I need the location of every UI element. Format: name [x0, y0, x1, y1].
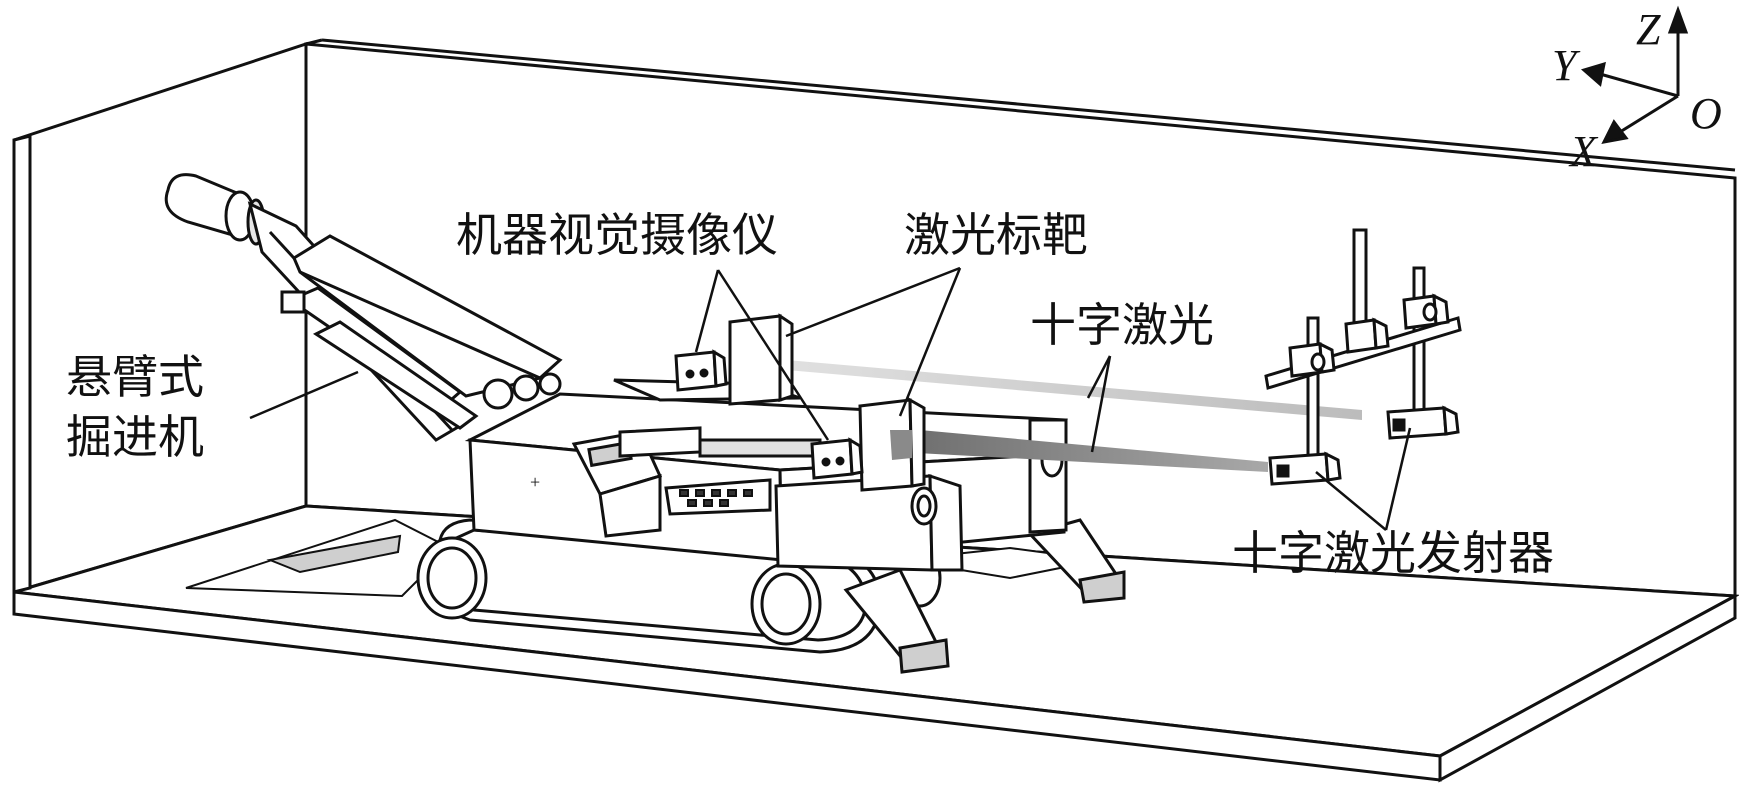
leader-camera-front: [716, 269, 830, 441]
left-wall: [12, 41, 308, 595]
coordinate-axes: [1580, 5, 1689, 145]
laser-beams: [740, 356, 1362, 472]
floor-slab-right: [1438, 593, 1737, 783]
svg-text:+: +: [530, 472, 540, 492]
leader-laser-upper: [1086, 355, 1112, 399]
label-cross-laser: 十字激光: [1030, 298, 1214, 352]
cutting-boom: [164, 173, 563, 442]
laser-emitter-upper: [1386, 405, 1460, 440]
label-roadheader-line2: 掘进机: [66, 410, 204, 464]
leader-target-rear: [785, 266, 961, 338]
loading-arms: [843, 518, 1126, 674]
leader-lines: [249, 266, 1412, 531]
leader-target-front: [898, 267, 962, 417]
leader-roadheader: [249, 370, 359, 420]
left-wall-thickness: [12, 134, 32, 594]
cameras: [674, 349, 864, 480]
label-emitter: 十字激光发射器: [1232, 526, 1554, 580]
camera-front: [810, 437, 864, 480]
leader-emitter-upper: [1384, 427, 1412, 531]
axis-label-o: O: [1690, 89, 1722, 138]
leader-camera-rear: [694, 269, 720, 353]
leader-laser-lower: [1090, 355, 1112, 453]
axis-label-z: Z: [1636, 5, 1661, 54]
machine-body: +: [464, 378, 1068, 572]
axis-label-y: Y: [1552, 41, 1577, 90]
laser-emitter-lower: [1268, 451, 1342, 486]
leader-emitter-lower: [1315, 471, 1387, 531]
laser-beam-upper: [740, 356, 1362, 420]
camera-rear: [674, 349, 728, 392]
emitter-frame: [1264, 228, 1462, 486]
label-roadheader-line1: 悬臂式: [66, 350, 204, 404]
label-target: 激光标靶: [904, 208, 1088, 262]
front-block: [774, 474, 934, 572]
laser-beam-lower: [898, 428, 1268, 472]
axis-label-x: X: [1570, 127, 1597, 176]
label-camera: 机器视觉摄像仪: [456, 208, 778, 262]
